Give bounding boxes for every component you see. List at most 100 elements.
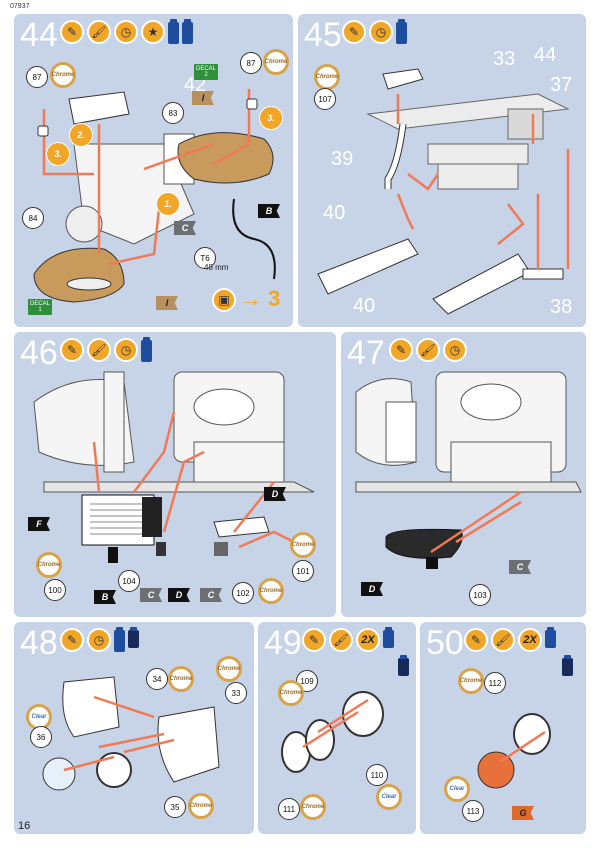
- clock-icon: ◷: [369, 20, 393, 44]
- step-50-number: 50: [426, 624, 464, 662]
- decal-number: 1: [38, 307, 42, 313]
- chrome-badge: Chrome: [216, 656, 242, 682]
- part-83-label: 83: [162, 102, 184, 124]
- paint-pot-icon: [396, 19, 407, 44]
- chrome-badge: Chrome: [278, 680, 304, 706]
- decal-flag-d: D: [361, 582, 383, 596]
- step-49-illustration: [281, 691, 384, 773]
- substep-3: 3.: [259, 106, 283, 130]
- decal-apply-icon: ★: [141, 20, 165, 44]
- clock-icon: ◷: [114, 338, 138, 362]
- part-87-label: 87: [240, 52, 262, 74]
- step-48-icons: ✎ ◷: [60, 627, 139, 652]
- part-33-label: 33: [493, 48, 516, 70]
- cable-length: 48 mm: [204, 263, 229, 272]
- part-38-label: 38: [550, 296, 573, 318]
- part-37-label: 37: [550, 74, 573, 96]
- chrome-badge: Chrome: [458, 668, 484, 694]
- step-45-icons: ✎ ◷: [342, 19, 407, 44]
- step-50-icons: ✎ 🖌 2X: [464, 627, 556, 652]
- decal-flag-c: C: [509, 560, 531, 574]
- paint-pot-icon: [182, 19, 193, 44]
- paint-pot-icon: [398, 655, 409, 676]
- part-40-label: 40: [353, 295, 376, 317]
- decal-flag-b: B: [258, 204, 280, 218]
- step-44-icons: ✎ 🖌 ◷ ★: [60, 19, 193, 44]
- step-49-number: 49: [264, 624, 302, 662]
- part-39-label: 39: [331, 148, 354, 170]
- substep-1: 1.: [156, 192, 180, 216]
- clock-icon: ◷: [443, 338, 467, 362]
- clock-icon: ◷: [87, 628, 111, 652]
- glue-icon: ✎: [60, 628, 84, 652]
- step-49-panel: 49 ✎ 🖌 2X 109 Chrome 110 Clear 111 Chrom…: [258, 622, 416, 834]
- step-48-panel: 48 ✎ ◷ Chrome 34 Chrome 33 Clear 36 35 C…: [14, 622, 254, 834]
- step-47-number: 47: [347, 334, 385, 372]
- paint-pot-icon: [545, 627, 556, 648]
- step-46-illustration: [33, 371, 315, 563]
- repeat-2x-icon: 2X: [518, 628, 542, 652]
- chrome-badge: Chrome: [263, 49, 289, 75]
- part-44-label: 44: [534, 44, 557, 66]
- decal-flag-f: F: [28, 517, 50, 531]
- step-45-panel: 45 ✎ ◷ 33 44 37 Chrome 107 39 40 40 38: [298, 14, 586, 327]
- glue-icon: ✎: [342, 20, 366, 44]
- step-46-icons: ✎ 🖌 ◷: [60, 337, 152, 362]
- decal-word: DECAL: [29, 301, 50, 307]
- chrome-badge: Chrome: [50, 62, 76, 88]
- step-47-icons: ✎ 🖌 ◷: [389, 338, 467, 362]
- paint-brush-icon: 🖌: [491, 628, 515, 652]
- clear-badge: Clear: [376, 784, 402, 810]
- repeat-2x-icon: 2X: [356, 628, 380, 652]
- paint-pot-icon: [114, 627, 125, 652]
- glue-icon: ✎: [60, 338, 84, 362]
- part-33-label: 33: [225, 682, 247, 704]
- paint-brush-icon: 🖌: [87, 20, 111, 44]
- part-100-label: 100: [44, 579, 66, 601]
- chrome-badge: Chrome: [290, 532, 316, 558]
- next-step-number: 3: [268, 286, 281, 311]
- assembly-icon: ▣: [212, 288, 236, 312]
- step-46-number: 46: [20, 334, 58, 372]
- step-47-illustration: [355, 371, 582, 569]
- paint-pot-icon: [128, 627, 139, 648]
- part-101-label: 101: [292, 560, 314, 582]
- paint-brush-icon: 🖌: [329, 628, 353, 652]
- part-111-label: 111: [278, 798, 300, 820]
- decal-word: DECAL: [195, 66, 216, 72]
- part-t6-label: T6: [194, 247, 216, 269]
- step-47-panel: 47 ✎ 🖌 ◷ C D 103: [341, 332, 586, 617]
- decal-flag-i: I: [156, 296, 178, 310]
- part-84-label: 84: [22, 207, 44, 229]
- part-87-label: 87: [26, 66, 48, 88]
- step-45-number: 45: [304, 16, 342, 54]
- part-110-label: 110: [366, 764, 388, 786]
- decal-flag-d: D: [264, 487, 286, 501]
- decal-flag-d: D: [168, 588, 190, 602]
- decal-flag-c: C: [140, 588, 162, 602]
- part-112-label: 112: [484, 672, 506, 694]
- go-to-step-indicator: → 3: [240, 286, 281, 311]
- step-49-icons: ✎ 🖌 2X: [302, 627, 394, 652]
- step-50-panel: 50 ✎ 🖌 2X Chrome 112 Clear 113 G: [420, 622, 586, 834]
- chrome-badge: Chrome: [188, 793, 214, 819]
- glue-icon: ✎: [389, 338, 413, 362]
- paint-pot-icon: [168, 19, 179, 44]
- paint-pot-icon: [383, 627, 394, 648]
- decal-flag-b: B: [94, 590, 116, 604]
- part-34-label: 34: [146, 668, 168, 690]
- chrome-badge: Chrome: [300, 794, 326, 820]
- step-48-illustration: [42, 676, 220, 791]
- part-103-label: 103: [469, 584, 491, 606]
- document-code: 07937: [10, 3, 30, 10]
- glue-icon: ✎: [302, 628, 326, 652]
- paint-pot-icon: [562, 655, 573, 676]
- step-50-illustration: [477, 713, 551, 789]
- decal-flag-g: G: [512, 806, 534, 820]
- part-107-label: 107: [314, 88, 336, 110]
- step-44-illustration: [33, 89, 276, 303]
- glue-icon: ✎: [60, 20, 84, 44]
